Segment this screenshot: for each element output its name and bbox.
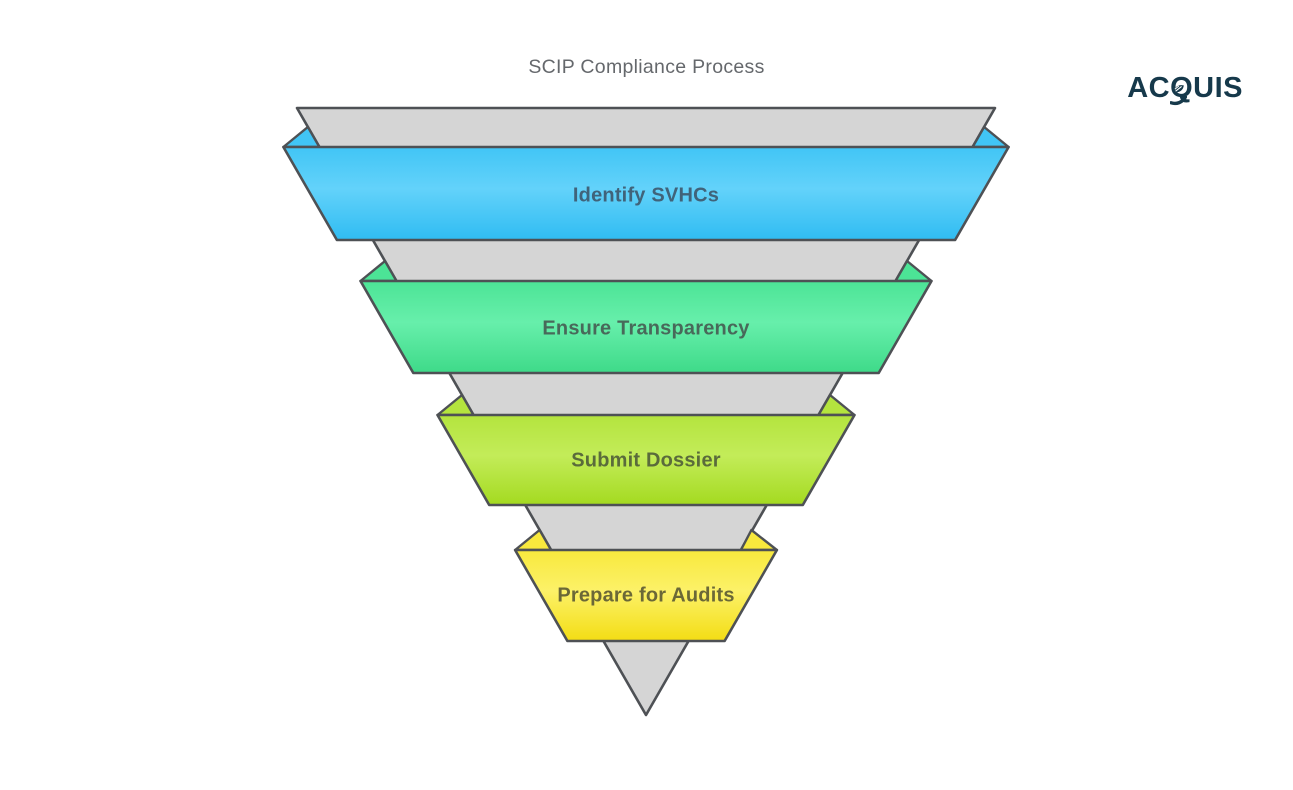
stage-2-label: Ensure Transparency <box>542 317 750 340</box>
stage-4-label: Prepare for Audits <box>557 584 735 607</box>
stage-4-ribbon-prepare-for-audits <box>513 528 779 643</box>
stage-1-ribbon-identify-svhcs <box>282 125 1010 242</box>
stage-3-label: Submit Dossier <box>571 449 721 472</box>
stage-4-band <box>513 548 779 643</box>
stage-3-band <box>436 413 856 507</box>
stage-1-band <box>282 145 1010 242</box>
stage-2-ribbon-ensure-transparency <box>359 259 933 375</box>
diagram-title: SCIP Compliance Process <box>528 56 765 78</box>
logo-q-tail <box>1170 96 1188 106</box>
stage-1-label: Identify SVHCs <box>572 184 720 207</box>
stage-2-band <box>359 279 933 375</box>
stage-3-ribbon-submit-dossier <box>436 393 856 507</box>
leaf-icon <box>1174 85 1185 93</box>
acquis-logo: ACQUIS <box>1127 70 1243 106</box>
